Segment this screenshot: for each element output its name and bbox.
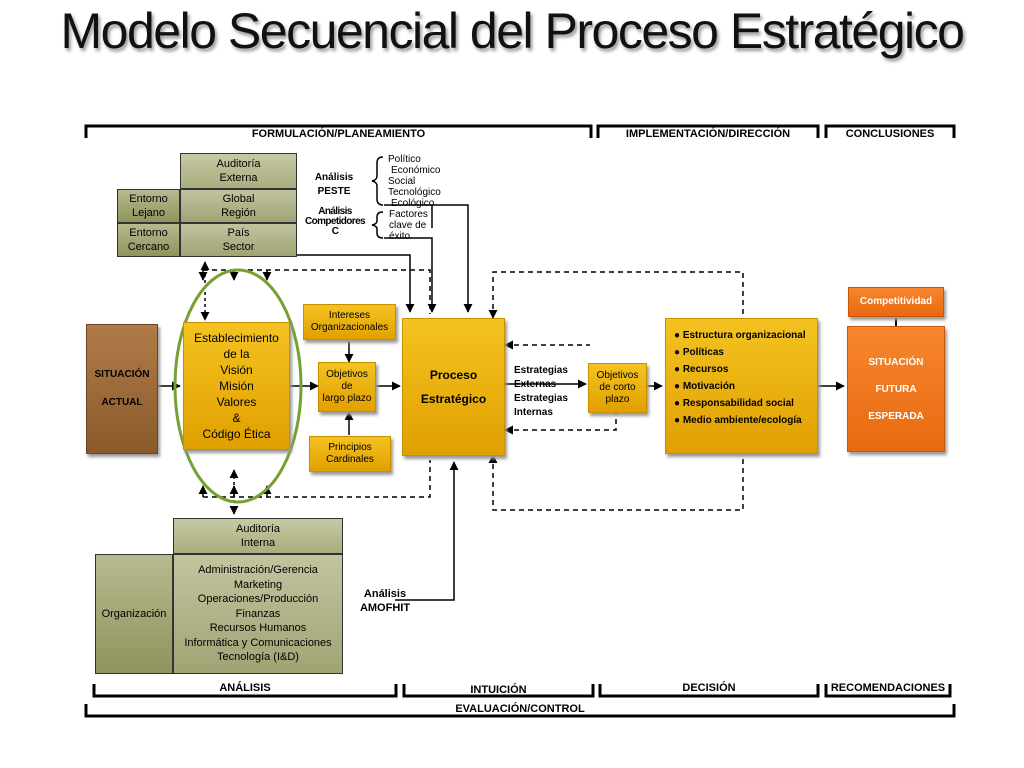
- phase-intuicion: INTUICIÓN: [470, 684, 527, 696]
- phase-evaluacion-control: EVALUACIÓN/CONTROL: [455, 703, 585, 715]
- phase-decision: DECISIÓN: [682, 682, 736, 694]
- organizacion-box: Organización: [95, 554, 173, 674]
- phase-recomendaciones: RECOMENDACIONES: [830, 682, 946, 694]
- page-title: Modelo Secuencial del Proceso Estratégic…: [60, 3, 965, 59]
- situacion-actual-box: SITUACIÓN ACTUAL: [86, 324, 158, 454]
- phase-formulacion: FORMULACIÓN/PLANEAMIENTO: [251, 128, 426, 140]
- phase-implementacion: IMPLEMENTACIÓN/DIRECCIÓN: [625, 128, 791, 140]
- phase-conclusiones: CONCLUSIONES: [845, 128, 935, 140]
- highlight-ellipse: [173, 268, 303, 504]
- implementacion-box: ● Estructura organizacional ● Políticas …: [665, 318, 818, 454]
- phase-analisis: ANÁLISIS: [219, 682, 271, 694]
- peste-items: Político Económico Social Tecnológico Ec…: [388, 154, 441, 209]
- competitividad-box: Competitividad: [848, 287, 944, 317]
